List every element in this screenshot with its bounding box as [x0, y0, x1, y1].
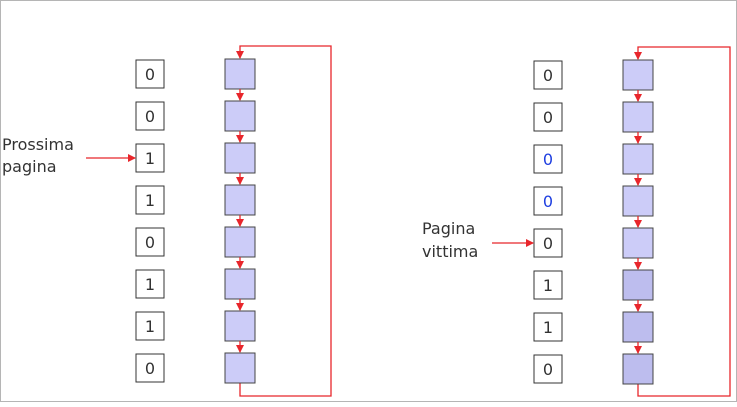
left-reference-bit-value: 0: [145, 233, 155, 252]
left-reference-bit-box: [135, 269, 165, 299]
left-page-frame: [224, 100, 256, 132]
right-clock-diagram: Pagina vittima 0 0 0 0 0 1 1 0: [422, 46, 731, 397]
right-page-frame: [622, 353, 654, 385]
right-page-frame: [622, 185, 654, 217]
right-reference-bit-box: [533, 186, 563, 216]
right-reference-bit-box: [533, 270, 563, 300]
right-reference-bit-box: [533, 228, 563, 258]
left-page-frame: [224, 268, 256, 300]
victim-page-label-line2: vittima: [422, 242, 478, 261]
right-reference-bit-value: 0: [543, 360, 553, 379]
right-reference-bit-box: [533, 102, 563, 132]
left-reference-bit-value: 1: [145, 149, 155, 168]
right-reference-bit-value: 0: [543, 150, 553, 169]
left-reference-bit-value: 1: [145, 275, 155, 294]
left-reference-bit-box: [135, 143, 165, 173]
left-reference-bit-box: [135, 227, 165, 257]
left-reference-bit-box: [135, 185, 165, 215]
right-reference-bit-value: 0: [543, 192, 553, 211]
right-reference-bit-box: [533, 354, 563, 384]
left-reference-bit-value: 0: [145, 107, 155, 126]
next-page-label-line1: Prossima: [2, 135, 74, 154]
left-page-frame: [224, 58, 256, 90]
left-page-frame: [224, 142, 256, 174]
left-reference-bit-box: [135, 311, 165, 341]
right-reference-bit-value: 0: [543, 234, 553, 253]
victim-page-label-line1: Pagina: [422, 219, 475, 238]
left-circular-return-arrow: [236, 45, 332, 397]
right-page-frame: [622, 101, 654, 133]
left-page-frame: [224, 310, 256, 342]
right-page-frame: [622, 311, 654, 343]
left-reference-bit-value: 1: [145, 317, 155, 336]
right-reference-bit-value: 1: [543, 276, 553, 295]
right-page-frame: [622, 143, 654, 175]
right-circular-return-arrow: [634, 46, 731, 397]
left-page-frame: [224, 352, 256, 384]
right-reference-bit-box: [533, 60, 563, 90]
right-page-frame: [622, 269, 654, 301]
left-page-frame: [224, 226, 256, 258]
left-page-frame: [224, 184, 256, 216]
left-reference-bit-box: [135, 353, 165, 383]
right-reference-bit-value: 0: [543, 66, 553, 85]
left-reference-bit-box: [135, 101, 165, 131]
right-reference-bit-value: 1: [543, 318, 553, 337]
right-page-frame: [622, 227, 654, 259]
right-reference-bit-box: [533, 144, 563, 174]
left-reference-bit-value: 0: [145, 359, 155, 378]
left-clock-diagram: Prossima pagina 0 0 1 1 0 1 1 0: [2, 45, 332, 397]
right-page-frame: [622, 59, 654, 91]
next-page-label-line2: pagina: [2, 157, 57, 176]
right-reference-bit-box: [533, 312, 563, 342]
left-reference-bit-value: 0: [145, 65, 155, 84]
right-reference-bit-value: 0: [543, 108, 553, 127]
left-reference-bit-value: 1: [145, 191, 155, 210]
left-reference-bit-box: [135, 59, 165, 89]
